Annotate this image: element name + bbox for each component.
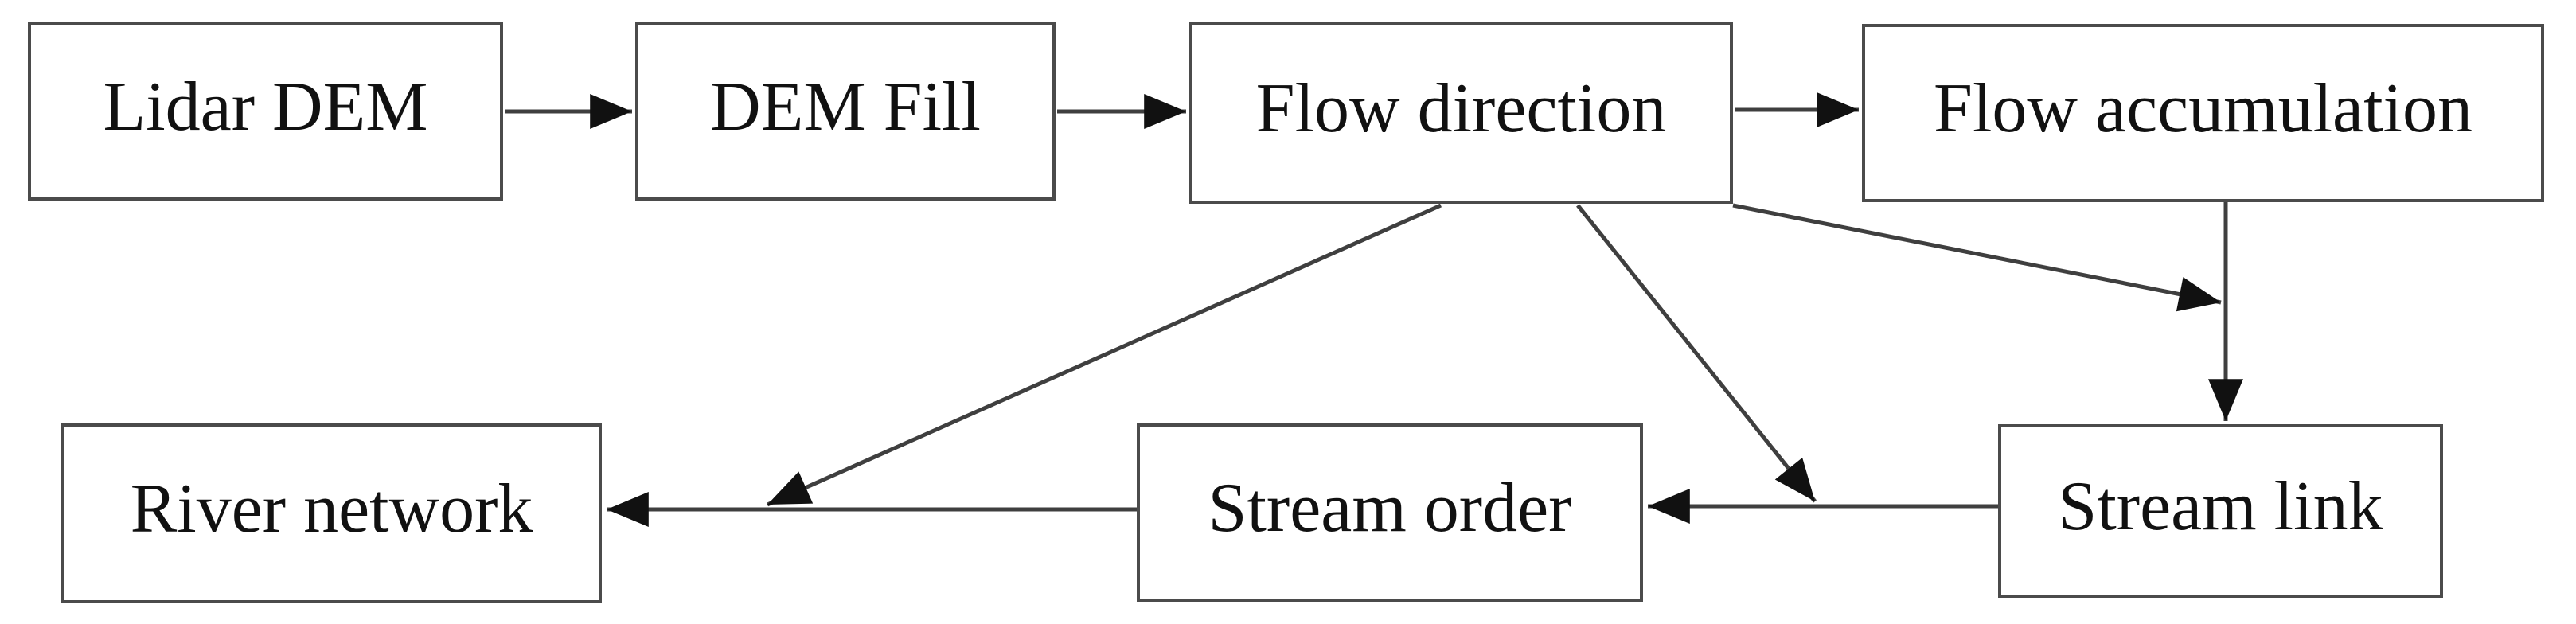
node-stream-link-label: Stream link [2058, 468, 2383, 545]
node-stream-link: Stream link [1998, 424, 2443, 598]
node-lidar-dem-label: Lidar DEM [103, 68, 428, 146]
arrow-flow-direction-to-stream-order [1576, 204, 1817, 503]
node-dem-fill: DEM Fill [635, 22, 1056, 201]
node-stream-order-label: Stream order [1208, 470, 1572, 547]
node-flow-direction-label: Flow direction [1255, 70, 1667, 147]
node-dem-fill-label: DEM Fill [710, 68, 981, 146]
node-lidar-dem: Lidar DEM [28, 22, 503, 201]
node-flow-direction: Flow direction [1189, 22, 1733, 204]
node-river-network-label: River network [130, 470, 533, 548]
arrow-flow-direction-to-stream-link [1732, 203, 2222, 312]
node-river-network: River network [61, 423, 602, 603]
node-flow-accumulation-label: Flow accumulation [1934, 70, 2473, 147]
arrow-flow-direction-to-river-network [766, 203, 1442, 507]
node-stream-order: Stream order [1137, 423, 1643, 602]
node-flow-accumulation: Flow accumulation [1862, 24, 2544, 202]
